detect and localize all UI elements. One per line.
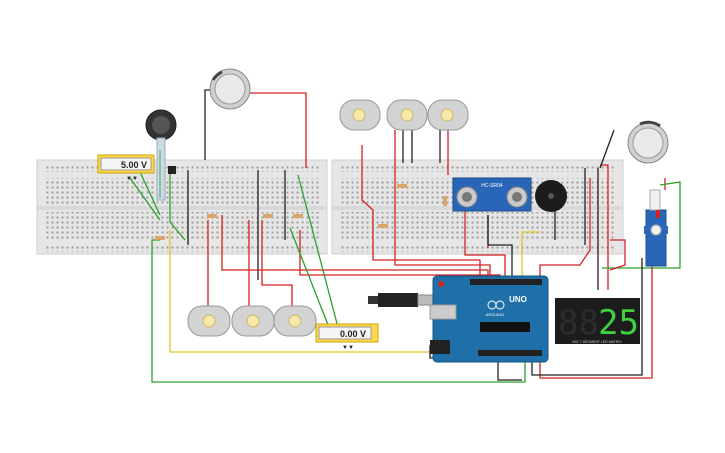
wire-green[interactable]	[602, 181, 681, 269]
photoresistor-bottom-2[interactable]	[231, 305, 275, 337]
wire-yellow[interactable]	[521, 231, 540, 285]
servo-motor[interactable]	[644, 189, 668, 267]
wire-black[interactable]	[487, 215, 513, 285]
voltmeter-bottom-reading: 0.00 V	[340, 329, 366, 339]
piezo-buzzer-right[interactable]	[627, 120, 669, 164]
wire-green[interactable]	[169, 166, 186, 241]
wire-red[interactable]	[539, 178, 591, 290]
wire-red[interactable]	[600, 164, 609, 290]
transistor[interactable]	[168, 166, 176, 174]
voltmeter-top-reading: 5.00 V	[121, 160, 147, 170]
buzzer[interactable]	[535, 180, 567, 212]
voltmeter-top[interactable]: 5.00 V ▼▼	[97, 154, 155, 182]
photoresistor-top-3[interactable]	[427, 99, 469, 131]
arduino-logo-icon	[495, 300, 505, 310]
resistor[interactable]	[263, 214, 273, 218]
wire-red[interactable]	[539, 258, 653, 379]
photoresistor-top-1[interactable]	[339, 99, 381, 131]
resistor[interactable]	[443, 196, 447, 206]
arduino-uno-board[interactable]: UNO ARDUINO	[429, 275, 549, 363]
voltmeter-bottom[interactable]: 0.00 V ▼▼	[315, 323, 379, 351]
display-digits: 25	[598, 303, 639, 343]
wire-red[interactable]	[609, 239, 626, 271]
usb-cable-icon[interactable]	[368, 293, 435, 307]
wire-green[interactable]	[129, 177, 161, 221]
voltmeter-top-probe-icon: ▼▼	[126, 176, 138, 182]
wire-red[interactable]	[242, 92, 307, 168]
seven-segment-display[interactable]: 88 25 BIG 7-SEGMENT LED MATRIX	[555, 298, 640, 344]
arduino-brand: ARDUINO	[486, 312, 504, 317]
display-caption: BIG 7-SEGMENT LED MATRIX	[572, 340, 622, 344]
wire-red[interactable]	[394, 130, 491, 285]
wire-black[interactable]	[599, 129, 615, 169]
arduino-model: UNO	[509, 295, 527, 304]
wire-green[interactable]	[289, 227, 331, 331]
flex-sensor[interactable]	[145, 109, 177, 201]
resistors	[155, 184, 447, 240]
resistor[interactable]	[397, 184, 407, 188]
wire-yellow[interactable]	[169, 230, 435, 353]
piezo-buzzer-left[interactable]	[209, 68, 251, 110]
wire-red[interactable]	[261, 220, 293, 308]
resistor[interactable]	[207, 214, 217, 218]
wire-green[interactable]	[297, 174, 341, 336]
breadboard-left[interactable]	[36, 159, 328, 255]
resistor[interactable]	[155, 236, 165, 240]
ultrasonic-sensor-label: HC-SR04	[481, 183, 503, 189]
display-ghost-digits: 88	[558, 303, 599, 343]
photoresistor-bottom-1[interactable]	[187, 305, 231, 337]
wire-red[interactable]	[361, 145, 481, 285]
resistor[interactable]	[293, 214, 303, 218]
photoresistor-top-2[interactable]	[386, 99, 428, 131]
photoresistor-bottom-3[interactable]	[273, 305, 317, 337]
voltmeter-bottom-probe-icon: ▼▼	[342, 345, 354, 351]
wire-black[interactable]	[531, 258, 643, 376]
wire-red[interactable]	[464, 210, 506, 285]
resistor[interactable]	[378, 224, 388, 228]
wire-green[interactable]	[151, 239, 526, 383]
ultrasonic-sensor[interactable]: HC-SR04	[452, 177, 532, 212]
